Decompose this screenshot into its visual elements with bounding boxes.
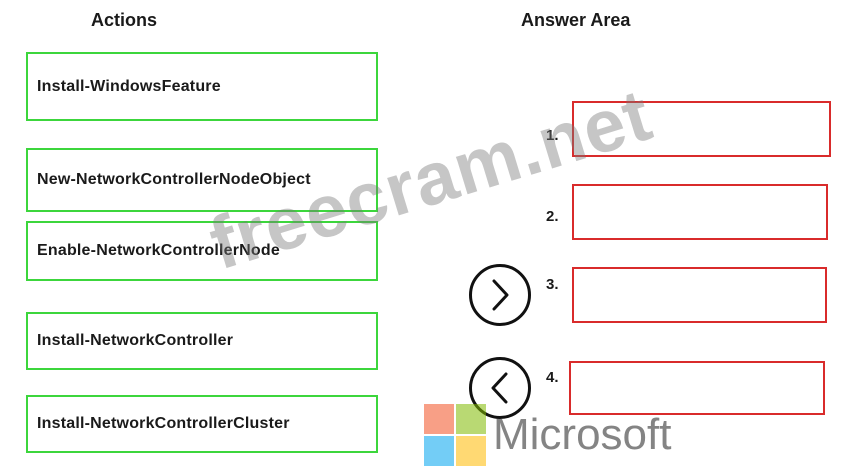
action-new-networkcontrollernodeobject[interactable]: New-NetworkControllerNodeObject bbox=[26, 148, 378, 212]
logo-blue-square bbox=[424, 436, 454, 466]
answer-slot-4[interactable] bbox=[569, 361, 825, 415]
slot-number-3: 3. bbox=[546, 276, 559, 293]
logo-red-square bbox=[424, 404, 454, 434]
move-right-icon bbox=[492, 279, 509, 311]
action-enable-networkcontrollernode[interactable]: Enable-NetworkControllerNode bbox=[26, 221, 378, 281]
slot-number-1: 1. bbox=[546, 127, 559, 144]
slot-number-4: 4. bbox=[546, 369, 559, 386]
answer-slot-1[interactable] bbox=[572, 101, 831, 157]
actions-heading: Actions bbox=[91, 10, 158, 30]
action-install-networkcontrollercluster[interactable]: Install-NetworkControllerCluster bbox=[26, 395, 378, 453]
logo-yellow-square bbox=[456, 436, 486, 466]
action-install-windowsfeature[interactable]: Install-WindowsFeature bbox=[26, 52, 378, 121]
answer-slot-3[interactable] bbox=[572, 267, 827, 323]
answer-slot-2[interactable] bbox=[572, 184, 828, 240]
move-left-icon bbox=[491, 372, 508, 404]
logo-green-square bbox=[456, 404, 486, 434]
slot-number-2: 2. bbox=[546, 208, 559, 225]
microsoft-brand-text: Microsoft bbox=[493, 410, 672, 459]
move-right-button[interactable] bbox=[469, 264, 531, 326]
action-install-networkcontroller[interactable]: Install-NetworkController bbox=[26, 312, 378, 370]
answer-area-heading: Answer Area bbox=[521, 10, 631, 30]
